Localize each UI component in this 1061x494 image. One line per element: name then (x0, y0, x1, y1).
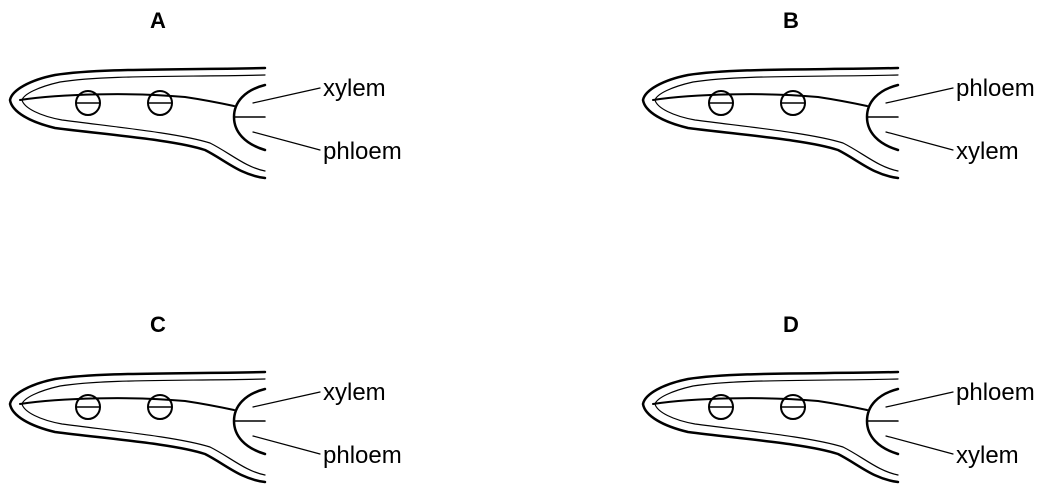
leaf-inner-outline (21, 378, 266, 476)
label-pointer (252, 131, 321, 151)
leaf-cross-section-diagram (8, 370, 321, 484)
leaf-inner-outline (21, 74, 266, 172)
leaf-cross-section-diagram (641, 370, 954, 484)
tissue-label: xylem (323, 379, 386, 406)
leaf-cross-section-diagram (641, 66, 954, 180)
leaf-outer-outline (641, 66, 900, 180)
label-pointer (885, 391, 954, 408)
option-panel-b: B phloem xylem (633, 0, 1035, 190)
option-panel-d: D phloem xylem (633, 304, 1035, 494)
leaf-inner-outline (654, 378, 899, 476)
tissue-label: phloem (323, 138, 402, 165)
option-letter: B (783, 8, 799, 33)
leaf-midrib (19, 397, 235, 411)
leaf-midrib (652, 93, 868, 107)
option-panel-c: C xylem phloem (0, 304, 402, 494)
leaf-outer-outline (641, 370, 900, 484)
leaf-outer-outline (8, 370, 267, 484)
option-letter: A (150, 8, 166, 33)
label-pointer (252, 435, 321, 455)
option-letter: C (150, 312, 166, 337)
tissue-label: phloem (956, 75, 1035, 102)
tissue-label: xylem (323, 75, 386, 102)
leaf-outer-outline (8, 66, 267, 180)
label-pointer (885, 87, 954, 104)
tissue-label: xylem (956, 138, 1019, 165)
option-panel-a: A xylem phloem (0, 0, 402, 190)
label-pointer (885, 435, 954, 455)
tissue-label: xylem (956, 442, 1019, 469)
leaf-midrib (652, 397, 868, 411)
leaf-midrib (19, 93, 235, 107)
leaf-inner-outline (654, 74, 899, 172)
label-pointer (885, 131, 954, 151)
label-pointer (252, 87, 321, 104)
tissue-label: phloem (323, 442, 402, 469)
tissue-label: phloem (956, 379, 1035, 406)
leaf-cross-section-diagram (8, 66, 321, 180)
label-pointer (252, 391, 321, 408)
option-letter: D (783, 312, 799, 337)
